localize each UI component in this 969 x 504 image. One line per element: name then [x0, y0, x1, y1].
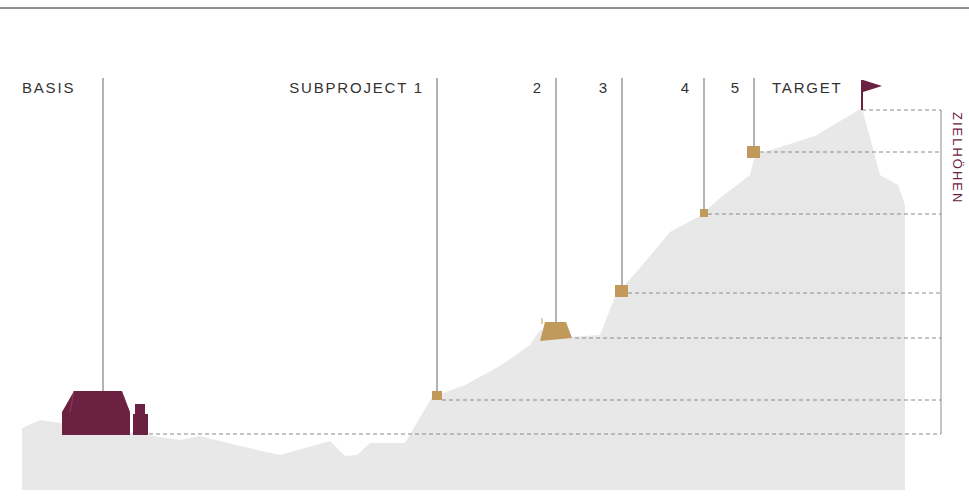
- stage-label: 5: [731, 79, 741, 97]
- tent-marker: [540, 318, 572, 341]
- leader-lines: [103, 78, 754, 392]
- stage-label: 4: [681, 79, 691, 97]
- top-rule: [0, 8, 969, 9]
- stage-label: BASIS: [22, 79, 75, 97]
- camp-marker: [747, 146, 760, 158]
- camp-marker: [700, 209, 708, 217]
- axis-label: ZIELHÖHEN: [948, 112, 966, 204]
- camp-marker: [432, 391, 442, 400]
- camp-marker: [615, 285, 628, 297]
- summit-flag: [862, 80, 882, 110]
- base-house: [62, 391, 148, 435]
- stage-label: SUBPROJECT 1: [289, 79, 424, 97]
- stage-label: 2: [533, 79, 543, 97]
- height-dash-lines: [135, 110, 941, 434]
- stage-label: TARGET: [772, 79, 843, 97]
- mountain-silhouette: [22, 108, 905, 490]
- height-bracket: [941, 110, 942, 434]
- stage-label: 3: [599, 79, 609, 97]
